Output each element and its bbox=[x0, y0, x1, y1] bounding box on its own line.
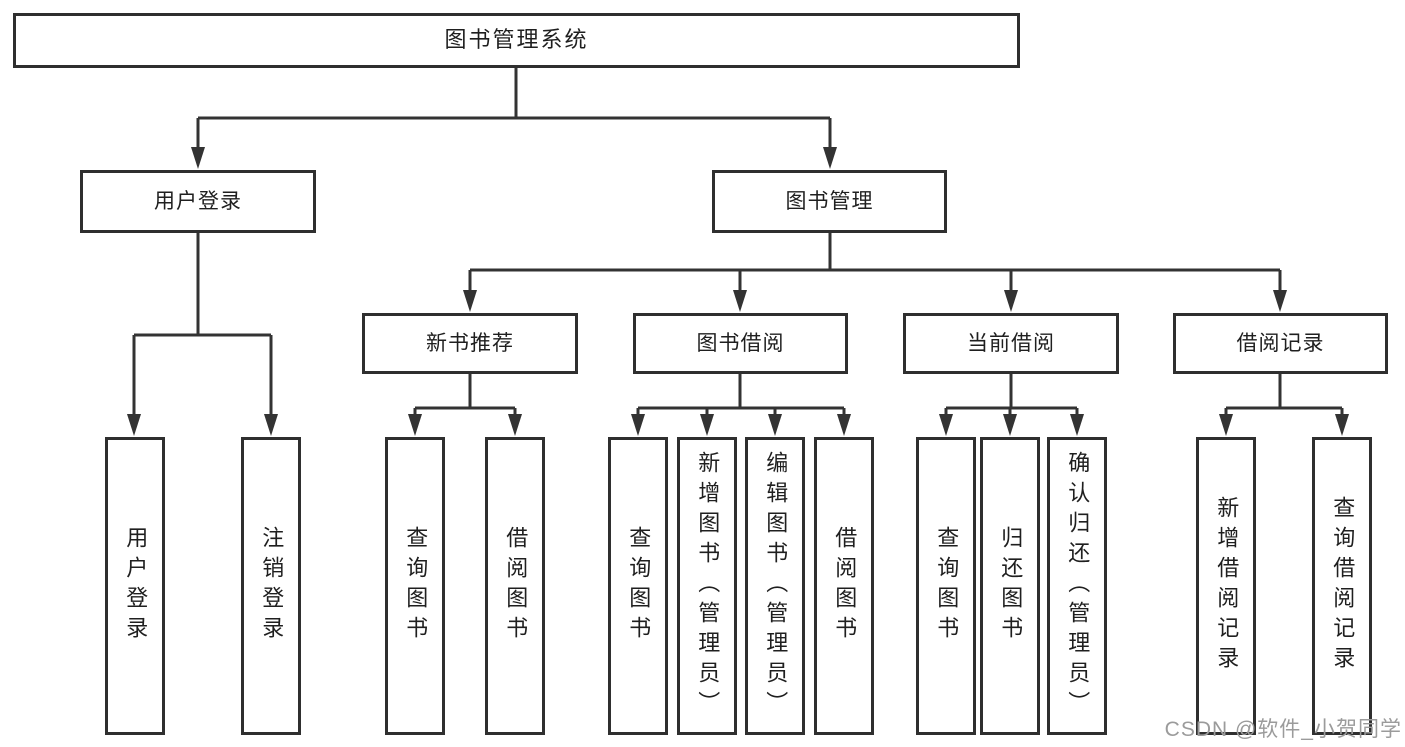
node-leaf-current-confirm-label: 确认归还（管理员） bbox=[1065, 451, 1091, 721]
node-leaf-borrow-edit-label: 编辑图书（管理员） bbox=[763, 451, 789, 721]
node-leaf-logout-label: 注销登录 bbox=[259, 526, 285, 646]
node-leaf-current-query-label: 查询图书 bbox=[934, 526, 960, 646]
node-current-borrow-label: 当前借阅 bbox=[967, 331, 1055, 355]
node-book-borrow-label: 图书借阅 bbox=[696, 331, 785, 355]
node-root: 图书管理系统 bbox=[13, 13, 1020, 68]
node-leaf-borrow-borrow-label: 借阅图书 bbox=[832, 526, 858, 646]
node-leaf-records-query-label: 查询借阅记录 bbox=[1330, 496, 1356, 676]
node-leaf-newbooks-borrow: 借阅图书 bbox=[485, 437, 545, 735]
node-user-login-label: 用户登录 bbox=[154, 189, 242, 213]
node-leaf-current-query: 查询图书 bbox=[916, 437, 976, 735]
node-leaf-borrow-add: 新增图书（管理员） bbox=[677, 437, 737, 735]
node-leaf-user-login-label: 用户登录 bbox=[123, 526, 149, 646]
node-leaf-records-query: 查询借阅记录 bbox=[1312, 437, 1372, 735]
node-borrow-records: 借阅记录 bbox=[1173, 313, 1388, 374]
node-book-mgmt-label: 图书管理 bbox=[785, 189, 874, 213]
node-leaf-borrow-query-label: 查询图书 bbox=[626, 526, 652, 646]
node-book-mgmt: 图书管理 bbox=[712, 170, 947, 233]
node-leaf-borrow-query: 查询图书 bbox=[608, 437, 668, 735]
node-book-borrow: 图书借阅 bbox=[633, 313, 848, 374]
node-leaf-records-add-label: 新增借阅记录 bbox=[1214, 496, 1240, 676]
node-leaf-newbooks-query-label: 查询图书 bbox=[403, 526, 429, 646]
node-leaf-current-return: 归还图书 bbox=[980, 437, 1040, 735]
node-user-login: 用户登录 bbox=[80, 170, 316, 233]
csdn-watermark: CSDN @软件_小贺同学 bbox=[1164, 718, 1402, 741]
node-leaf-newbooks-borrow-label: 借阅图书 bbox=[503, 526, 529, 646]
node-leaf-current-return-label: 归还图书 bbox=[998, 526, 1024, 646]
node-leaf-borrow-add-label: 新增图书（管理员） bbox=[695, 451, 721, 721]
node-new-books: 新书推荐 bbox=[362, 313, 578, 374]
node-new-books-label: 新书推荐 bbox=[426, 331, 514, 355]
node-leaf-borrow-borrow: 借阅图书 bbox=[814, 437, 874, 735]
node-leaf-borrow-edit: 编辑图书（管理员） bbox=[745, 437, 805, 735]
node-leaf-newbooks-query: 查询图书 bbox=[385, 437, 445, 735]
node-borrow-records-label: 借阅记录 bbox=[1236, 331, 1325, 355]
node-leaf-records-add: 新增借阅记录 bbox=[1196, 437, 1256, 735]
node-leaf-current-confirm: 确认归还（管理员） bbox=[1047, 437, 1107, 735]
node-leaf-logout: 注销登录 bbox=[241, 437, 301, 735]
node-current-borrow: 当前借阅 bbox=[903, 313, 1119, 374]
node-leaf-user-login: 用户登录 bbox=[105, 437, 165, 735]
node-root-label: 图书管理系统 bbox=[444, 27, 589, 53]
